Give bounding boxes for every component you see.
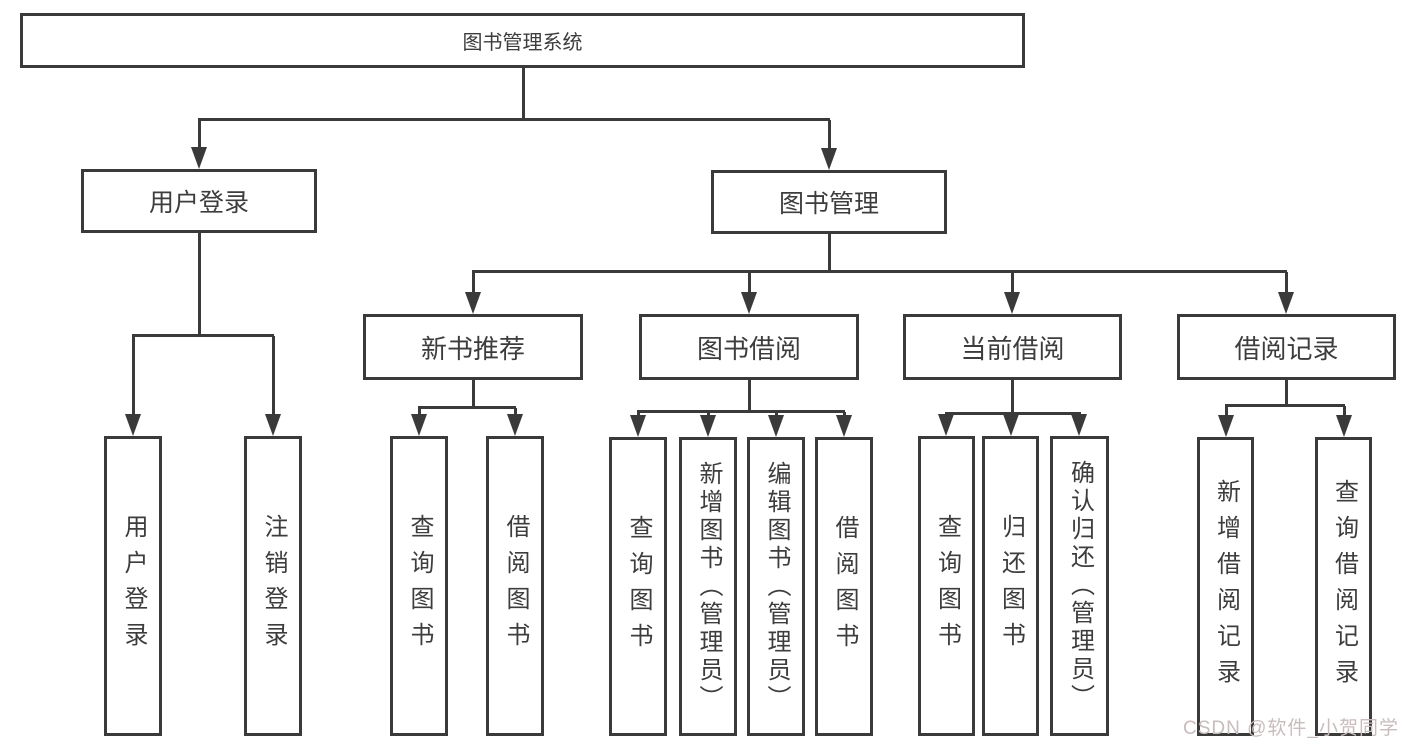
node-query-books-current: 查询图书: [918, 436, 975, 736]
connector-drop: [1342, 406, 1346, 419]
arrowhead-down-icon: [1218, 415, 1234, 437]
connector-drop: [197, 120, 201, 151]
arrowhead-down-icon: [1336, 415, 1352, 437]
node-label: 新增图书（管理员）: [695, 460, 722, 713]
connector-rail: [1225, 404, 1345, 407]
node-root: 图书管理系统: [20, 13, 1025, 68]
node-label: 图书管理: [778, 190, 879, 218]
connector-stem: [197, 233, 201, 337]
arrowhead-down-icon: [630, 415, 646, 437]
connector-drop: [417, 408, 421, 418]
arrowhead-down-icon: [1071, 414, 1087, 436]
connector-drop: [827, 120, 831, 152]
node-add-borrow-record: 新增借阅记录: [1197, 437, 1254, 736]
arrowhead-down-icon: [741, 292, 757, 314]
connector-stem: [827, 234, 831, 273]
node-borrow-records: 借阅记录: [1177, 314, 1396, 380]
node-label: 归还图书: [997, 514, 1025, 658]
node-label: 用户登录: [148, 189, 249, 217]
node-label: 注销登录: [260, 514, 287, 658]
arrowhead-down-icon: [836, 415, 852, 437]
connector-drop: [513, 408, 517, 418]
node-label: 确认归还（管理员）: [1066, 460, 1094, 712]
connector-drop: [747, 272, 751, 296]
node-label: 图书管理系统: [462, 32, 583, 54]
node-query-books-borrow: 查询图书: [609, 437, 667, 736]
arrowhead-down-icon: [265, 414, 281, 436]
connector-drop: [1010, 272, 1014, 296]
arrowhead-down-icon: [938, 414, 954, 436]
node-add-books-admin: 新增图书（管理员）: [679, 437, 737, 736]
node-label: 查询图书: [406, 514, 433, 658]
connector-stem: [471, 380, 475, 409]
node-book-mgmt: 图书管理: [711, 170, 947, 234]
node-label: 查询借阅记录: [1330, 478, 1358, 695]
arrowhead-down-icon: [507, 414, 523, 436]
node-logout-leaf: 注销登录: [244, 436, 302, 736]
node-label: 图书借阅: [696, 333, 801, 364]
node-current-borrow: 当前借阅: [903, 314, 1122, 380]
node-label: 借阅图书: [502, 514, 529, 658]
node-label: 借阅记录: [1234, 333, 1339, 364]
arrowhead-down-icon: [465, 292, 481, 314]
node-query-borrow-record: 查询借阅记录: [1315, 437, 1372, 736]
connector-drop: [1224, 406, 1228, 419]
node-user-login-leaf: 用户登录: [104, 436, 162, 736]
connector-stem: [747, 380, 751, 413]
node-return-books: 归还图书: [982, 436, 1039, 736]
node-label: 借阅图书: [831, 514, 858, 659]
arrowhead-down-icon: [125, 414, 141, 436]
arrowhead-down-icon: [768, 415, 784, 437]
node-label: 查询图书: [625, 514, 652, 659]
connector-stem: [1010, 380, 1014, 415]
arrowhead-down-icon: [191, 147, 207, 169]
connector-rail: [132, 334, 274, 337]
node-borrow-books-borrow: 借阅图书: [815, 437, 873, 736]
node-label: 用户登录: [120, 514, 147, 658]
connector-stem: [1284, 380, 1288, 407]
node-edit-books-admin: 编辑图书（管理员）: [747, 437, 805, 736]
arrowhead-down-icon: [700, 415, 716, 437]
connector-stem: [521, 68, 525, 120]
node-confirm-return-admin: 确认归还（管理员）: [1050, 436, 1109, 736]
node-query-books-new: 查询图书: [390, 436, 448, 736]
arrowhead-down-icon: [411, 414, 427, 436]
node-label: 编辑图书（管理员）: [763, 460, 790, 713]
connector-drop: [271, 336, 275, 418]
arrowhead-down-icon: [1278, 292, 1294, 314]
node-borrow-books-new: 借阅图书: [486, 436, 544, 736]
node-user-login: 用户登录: [81, 169, 317, 233]
connector-rail: [198, 118, 830, 121]
connector-rail: [945, 412, 1081, 415]
node-label: 新书推荐: [420, 333, 525, 364]
node-label: 当前借阅: [960, 333, 1065, 364]
connector-drop: [1284, 272, 1288, 296]
arrowhead-down-icon: [1003, 414, 1019, 436]
node-new-book-rec: 新书推荐: [363, 314, 583, 380]
connector-rail: [418, 406, 516, 409]
node-book-borrow: 图书借阅: [639, 314, 859, 380]
arrowhead-down-icon: [1004, 292, 1020, 314]
node-label: 查询图书: [933, 514, 961, 658]
connector-drop: [471, 272, 475, 296]
node-label: 新增借阅记录: [1212, 478, 1240, 695]
arrowhead-down-icon: [821, 148, 837, 170]
connector-rail: [637, 410, 845, 413]
connector-drop: [131, 336, 135, 418]
connector-rail: [472, 270, 1287, 273]
